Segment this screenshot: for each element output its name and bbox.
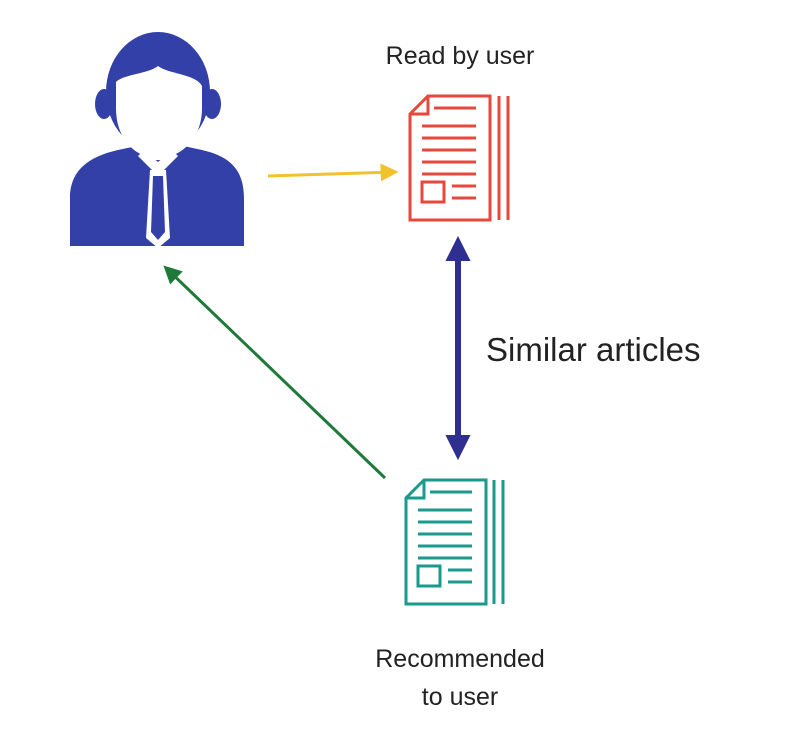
similar-articles-label: Similar articles <box>486 331 701 368</box>
document-icon <box>404 478 505 606</box>
recommended-label-line2: to user <box>421 683 499 711</box>
recommend-arrow <box>163 265 387 480</box>
user-icon <box>70 32 244 248</box>
document-icon <box>408 94 510 222</box>
read-arrow <box>267 163 399 182</box>
recommended-to-user-label: Recommended to user <box>330 640 590 716</box>
read-by-user-label: Read by user <box>385 42 535 70</box>
recommended-label-line1: Recommended <box>375 645 545 673</box>
